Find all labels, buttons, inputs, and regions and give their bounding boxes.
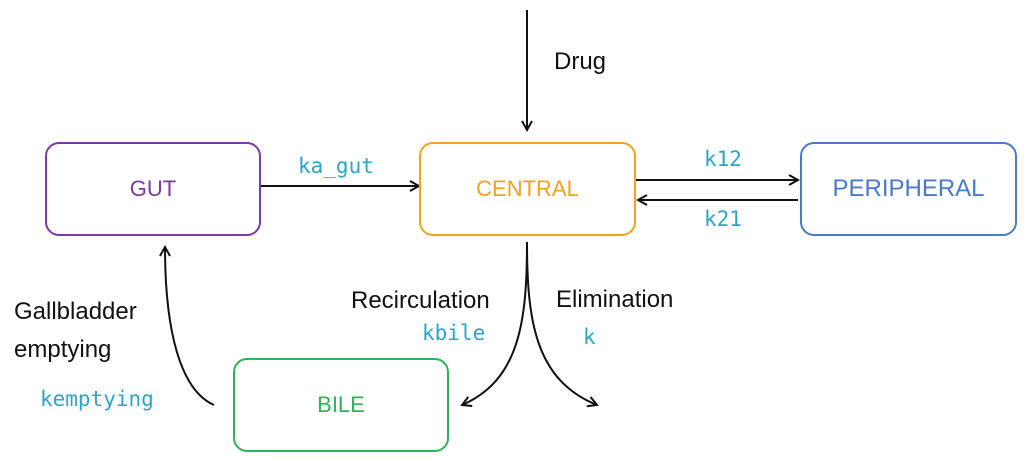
elimination-label: Elimination bbox=[556, 286, 674, 313]
rate-ka-gut: ka_gut bbox=[298, 154, 374, 178]
rate-kbile: kbile bbox=[422, 321, 486, 345]
rate-k12: k12 bbox=[704, 147, 742, 171]
rate-k21: k21 bbox=[704, 207, 742, 231]
gut-compartment: GUT bbox=[45, 142, 261, 236]
recirculation-label: Recirculation bbox=[351, 287, 490, 314]
gallbladder-label-line2: emptying bbox=[14, 336, 112, 363]
peripheral-compartment: PERIPHERAL bbox=[800, 142, 1017, 236]
bile-compartment: BILE bbox=[233, 358, 449, 452]
elimination-arrow bbox=[526, 241, 597, 405]
bile-label: BILE bbox=[317, 392, 365, 417]
peripheral-label: PERIPHERAL bbox=[832, 175, 985, 202]
rate-kemptying: kemptying bbox=[40, 387, 154, 411]
rate-k: k bbox=[583, 325, 596, 349]
gut-label: GUT bbox=[129, 176, 177, 201]
central-label: CENTRAL bbox=[476, 176, 579, 201]
drug-label: Drug bbox=[554, 48, 607, 75]
gallbladder-emptying-arrow bbox=[165, 247, 215, 406]
central-compartment: CENTRAL bbox=[419, 142, 636, 236]
gallbladder-label-line1: Gallbladder bbox=[14, 298, 137, 325]
